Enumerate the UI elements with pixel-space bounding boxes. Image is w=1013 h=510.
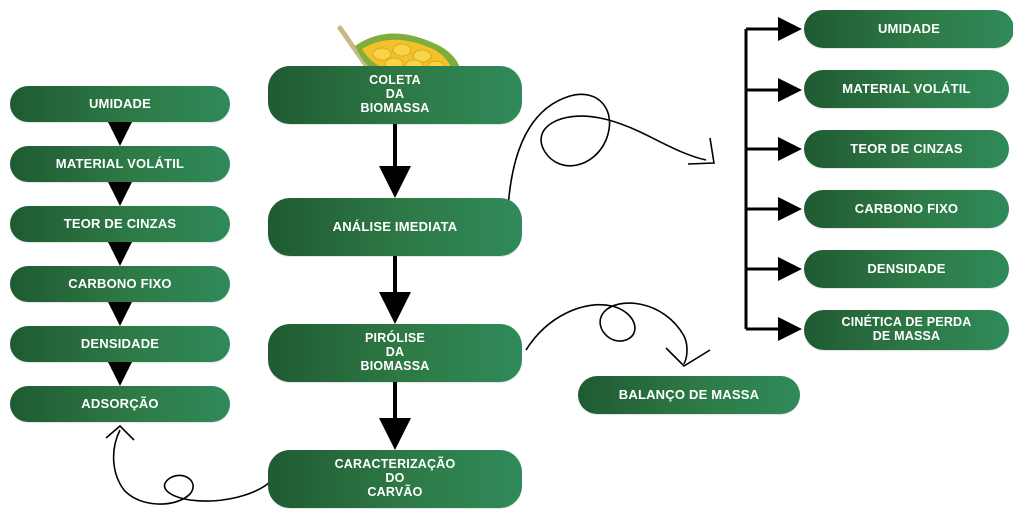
- right-node-carbono-fixo: CARBONO FIXO: [804, 190, 1009, 228]
- node-pirolise-biomassa: PIRÓLISE DA BIOMASSA: [268, 324, 522, 382]
- curly-connector-pirolise: [525, 302, 688, 365]
- right-node-densidade: DENSIDADE: [804, 250, 1009, 288]
- curly-connector-caracterizacao: [112, 429, 275, 505]
- node-balanco-massa: BALANÇO DE MASSA: [578, 376, 800, 414]
- node-coleta-biomassa: COLETA DA BIOMASSA: [268, 66, 522, 124]
- left-node-carbono-fixo: CARBONO FIXO: [10, 266, 230, 302]
- left-node-umidade: UMIDADE: [10, 86, 230, 122]
- left-node-teor-cinzas: TEOR DE CINZAS: [10, 206, 230, 242]
- right-node-cinetica-perda-massa: CINÉTICA DE PERDA DE MASSA: [804, 310, 1009, 350]
- curly-connector-analise: [507, 93, 707, 209]
- left-node-material-volatil: MATERIAL VOLÁTIL: [10, 146, 230, 182]
- right-node-material-volatil: MATERIAL VOLÁTIL: [804, 70, 1009, 108]
- left-node-adsorcao: ADSORÇÃO: [10, 386, 230, 422]
- right-node-umidade: UMIDADE: [804, 10, 1013, 48]
- right-node-teor-cinzas: TEOR DE CINZAS: [804, 130, 1009, 168]
- node-analise-imediata: ANÁLISE IMEDIATA: [268, 198, 522, 256]
- node-caracterizacao-carvao: CARACTERIZAÇÃO DO CARVÃO: [268, 450, 522, 508]
- left-node-densidade: DENSIDADE: [10, 326, 230, 362]
